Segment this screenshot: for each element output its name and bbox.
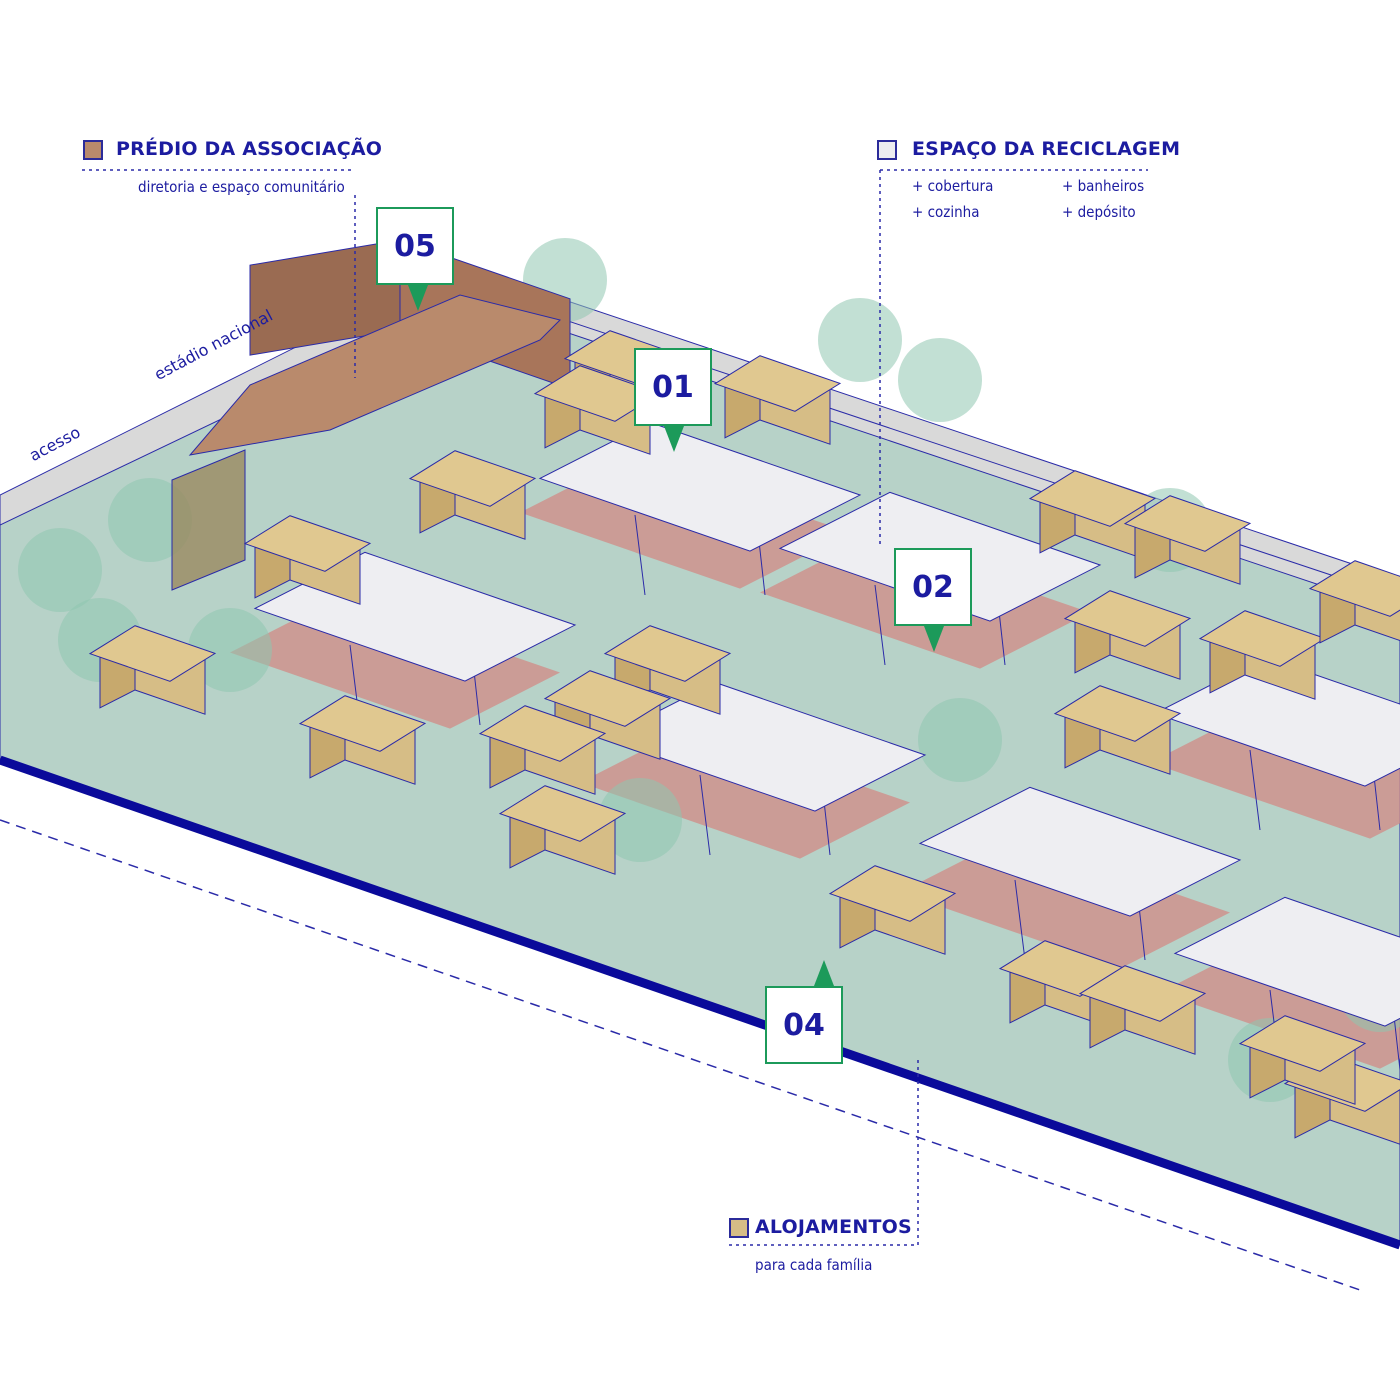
recycling-item: + cobertura bbox=[912, 177, 994, 195]
housing-roof bbox=[713, 355, 842, 412]
red-pavement bbox=[900, 836, 1230, 969]
shelter-column bbox=[634, 514, 646, 596]
red-pavement bbox=[230, 596, 560, 729]
housing-roof bbox=[88, 625, 217, 682]
shelter-roof bbox=[918, 786, 1242, 917]
housing-roof bbox=[1123, 495, 1252, 552]
association-annex bbox=[171, 449, 246, 591]
recycling-swatch bbox=[877, 140, 897, 160]
housing-roof bbox=[498, 785, 627, 842]
tree bbox=[188, 608, 272, 692]
callout-04: 04 bbox=[765, 986, 843, 1064]
tree bbox=[818, 298, 902, 382]
tree bbox=[598, 778, 682, 862]
recycling-title: ESPAÇO DA RECICLAGEM bbox=[912, 138, 1181, 160]
housing-roof bbox=[1053, 685, 1182, 742]
callout-pointer bbox=[664, 426, 684, 452]
tree bbox=[18, 528, 102, 612]
tree bbox=[108, 478, 192, 562]
association-subtitle: diretoria e espaço comunitário bbox=[138, 178, 345, 196]
housing-title: ALOJAMENTOS bbox=[755, 1216, 912, 1238]
shelter-roof bbox=[538, 421, 862, 552]
housing-roof bbox=[1238, 1015, 1367, 1072]
housing-roof bbox=[478, 705, 607, 762]
tree bbox=[918, 698, 1002, 782]
housing-roof bbox=[603, 625, 732, 682]
callout-pointer bbox=[924, 626, 944, 652]
housing-roof bbox=[243, 515, 372, 572]
recycling-item: + banheiros bbox=[1062, 177, 1145, 195]
housing-roof bbox=[298, 695, 427, 752]
association-swatch bbox=[83, 140, 103, 160]
callout-pointer bbox=[408, 285, 428, 311]
association-title: PRÉDIO DA ASSOCIAÇÃO bbox=[116, 138, 383, 160]
recycling-item: + cozinha bbox=[912, 203, 980, 221]
housing-roof bbox=[408, 450, 537, 507]
housing-roof bbox=[543, 670, 672, 727]
callout-01: 01 bbox=[634, 348, 712, 426]
callout-02: 02 bbox=[894, 548, 972, 626]
tree bbox=[898, 338, 982, 422]
housing-roof bbox=[1078, 965, 1207, 1022]
shelter-column bbox=[1249, 749, 1261, 831]
recycling-item: + depósito bbox=[1062, 203, 1136, 221]
association-roof bbox=[188, 294, 561, 456]
dashed-boundary bbox=[0, 819, 1361, 1291]
shelter-column bbox=[699, 774, 711, 856]
housing-roof bbox=[1063, 590, 1192, 647]
housing-roof bbox=[1028, 470, 1157, 527]
site-edge-line bbox=[0, 755, 1400, 1250]
housing-roof bbox=[1308, 560, 1400, 617]
callout-05: 05 bbox=[376, 207, 454, 285]
shelter-column bbox=[874, 584, 886, 666]
housing-swatch bbox=[729, 1218, 749, 1238]
red-pavement bbox=[580, 726, 910, 859]
callout-pointer bbox=[814, 960, 834, 986]
housing-subtitle: para cada família bbox=[755, 1256, 873, 1274]
shelter-column bbox=[1014, 879, 1026, 961]
shelter-roof bbox=[1173, 896, 1400, 1027]
housing-roof bbox=[828, 865, 957, 922]
